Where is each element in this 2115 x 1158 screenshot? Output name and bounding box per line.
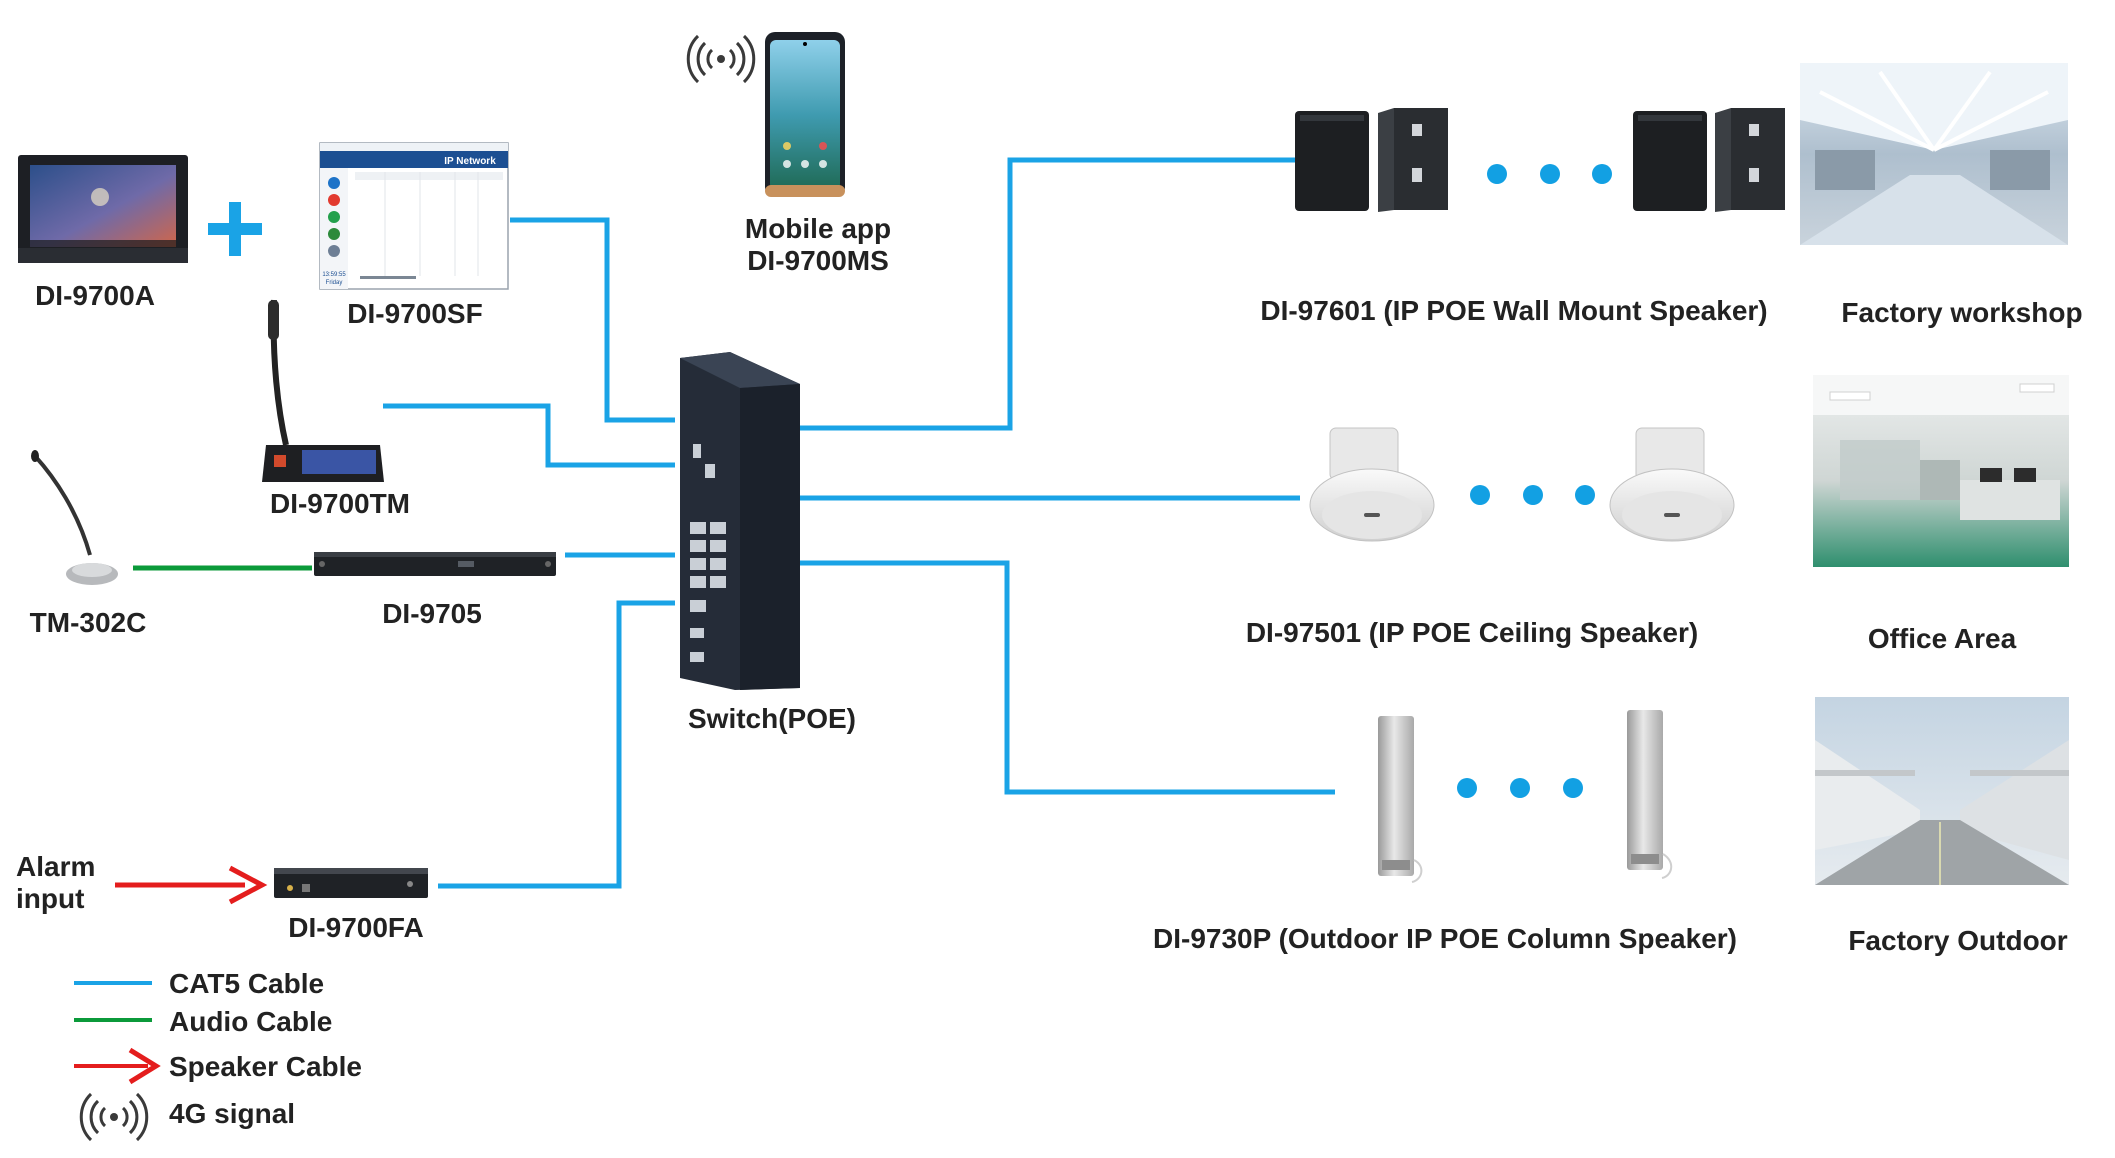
alarm-arrow-head: [228, 865, 268, 905]
mobile-phone-device: [765, 32, 845, 197]
label-mobile-app-line2: DI-9700MS: [747, 245, 889, 276]
cable-sf-to-switch: [510, 217, 675, 423]
di-9700tm-device: [262, 299, 384, 482]
label-ceiling-speaker: DI-97501 (IP POE Ceiling Speaker): [1246, 617, 1698, 648]
wall-speaker-group-left: [1295, 108, 1448, 212]
column-speaker-left: [1378, 716, 1423, 883]
wall-speaker-group-right: [1633, 108, 1785, 212]
di-9700fa-device: [274, 868, 428, 898]
legend-audio-label: Audio Cable: [169, 1006, 332, 1037]
sf-window-clock: 13:59:55: [322, 272, 346, 278]
label-di-9700fa: DI-9700FA: [288, 912, 423, 943]
cable-fa-to-switch: [438, 600, 675, 889]
ceiling-speaker-right: [1609, 427, 1735, 542]
cable-switch-to-wall: [800, 157, 1295, 431]
legend-4g-label: 4G signal: [169, 1098, 295, 1129]
label-di-9700a: DI-9700A: [35, 280, 155, 311]
cable-switch-to-column: [800, 560, 1335, 795]
label-column-speaker: DI-9730P (Outdoor IP POE Column Speaker): [1153, 923, 1737, 954]
label-office-area: Office Area: [1868, 623, 2017, 654]
tm-302c-microphone: [31, 450, 118, 585]
di-9700sf-software-window: IP Network 13:59:55 Friday: [319, 142, 509, 290]
di-9705-device: [314, 552, 556, 576]
label-di-9700tm: DI-9700TM: [270, 488, 410, 519]
column-speaker-right: [1627, 710, 1673, 879]
legend-speaker-arrow-icon: [128, 1047, 161, 1085]
switch-ports: [690, 444, 726, 662]
cables: [115, 157, 1335, 905]
legend-4g-signal-icon: [79, 1092, 149, 1142]
signal-4g-icon: [686, 34, 756, 84]
label-di-9705: DI-9705: [382, 598, 482, 629]
legend-cat5-label: CAT5 Cable: [169, 968, 324, 999]
legend: CAT5 Cable Audio Cable Speaker Cable 4G …: [74, 968, 362, 1142]
label-tm-302c: TM-302C: [30, 607, 147, 638]
label-factory-outdoor: Factory Outdoor: [1848, 925, 2067, 956]
label-alarm-line1: Alarm: [16, 851, 95, 882]
sf-window-day: Friday: [326, 280, 343, 286]
dot-separator-ceiling: [1470, 485, 1595, 505]
label-factory-workshop: Factory workshop: [1841, 297, 2082, 328]
dot-separator-column: [1457, 778, 1583, 798]
office-area-photo: [1813, 375, 2069, 567]
label-switch: Switch(POE): [688, 703, 856, 734]
cable-tm-to-switch: [383, 403, 675, 468]
factory-workshop-photo: [1800, 63, 2068, 245]
factory-outdoor-photo: [1815, 697, 2069, 885]
sf-window-title: IP Network: [444, 156, 496, 167]
dot-separator-wall: [1487, 164, 1612, 184]
plus-icon: [208, 202, 262, 256]
ceiling-speaker-left: [1309, 427, 1435, 542]
label-alarm-line2: input: [16, 883, 84, 914]
di-9700a-device: [18, 155, 188, 263]
label-mobile-app-line1: Mobile app: [745, 213, 891, 244]
poe-switch-device: [680, 352, 800, 690]
label-di-9700sf: DI-9700SF: [347, 298, 482, 329]
label-wall-speaker: DI-97601 (IP POE Wall Mount Speaker): [1260, 295, 1767, 326]
legend-speaker-label: Speaker Cable: [169, 1051, 362, 1082]
